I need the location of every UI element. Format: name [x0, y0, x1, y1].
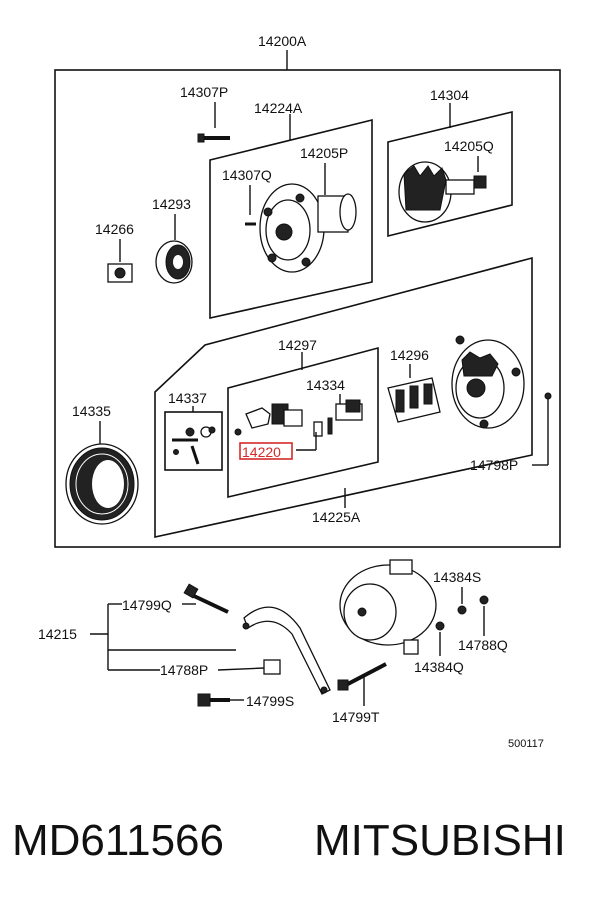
washer-icon — [479, 595, 489, 605]
screw-icon — [532, 392, 552, 466]
label-pulley: 14293 — [152, 196, 191, 212]
label-nut-s: 14384S — [433, 569, 481, 585]
cover-icon — [107, 263, 133, 283]
label-stator: 14335 — [72, 403, 111, 419]
rotor-icon — [398, 161, 487, 223]
label-terminal-kit: 14337 — [168, 390, 207, 406]
label-cover: 14266 — [95, 221, 134, 237]
diagram-code: 500117 — [508, 738, 544, 750]
label-bolt-b: 14799S — [246, 693, 294, 709]
alternator-icon — [339, 559, 437, 655]
rear-bracket-frame — [154, 256, 533, 538]
label-rotor-part: 14205Q — [444, 138, 494, 154]
front-bracket-frame — [209, 118, 373, 319]
front-bracket-icon — [259, 183, 357, 273]
rotor-frame — [387, 110, 513, 238]
long-bolt-icon — [197, 133, 230, 143]
label-front-bracket-assy: 14224A — [254, 100, 303, 116]
label-rotor-assy: 14304 — [430, 87, 469, 103]
long-bolt-lower-icon — [337, 662, 387, 691]
label-regulator: 14296 — [390, 347, 429, 363]
part-number: MD611566 — [12, 816, 224, 865]
assembly-frame — [54, 69, 561, 548]
brush-set-frame — [227, 346, 379, 499]
label-screw: 14798P — [470, 457, 518, 473]
label-bolt-top: 14307P — [180, 84, 228, 100]
label-bushing: 14788P — [160, 662, 208, 678]
terminal-kit-icon — [172, 426, 216, 465]
strap-bracket-icon — [242, 606, 331, 695]
stator-icon — [65, 443, 139, 525]
brush-holder-icon — [234, 403, 317, 451]
label-nut-q: 14384Q — [414, 659, 464, 675]
brand-name: MITSUBISHI — [314, 816, 566, 865]
brush-icon — [313, 399, 363, 437]
bushing-icon — [263, 659, 281, 675]
label-rear-bracket-assy: 14225A — [312, 509, 361, 525]
label-brush-holder: 14220 — [242, 444, 281, 460]
nut-s-icon — [457, 605, 467, 615]
nut-q-icon — [435, 621, 445, 631]
label-long-bolt: 14799T — [332, 709, 380, 725]
label-bracket-set: 14215 — [38, 626, 77, 642]
label-brush-set: 14297 — [278, 337, 317, 353]
regulator-icon — [387, 377, 441, 423]
pulley-icon — [155, 240, 193, 284]
highlight-box — [239, 442, 293, 460]
label-front-part: 14205P — [300, 145, 348, 161]
rear-bracket-icon — [451, 335, 525, 429]
label-brush: 14334 — [306, 377, 345, 393]
bolt-a-icon — [183, 583, 229, 614]
bolt-b-icon — [197, 693, 230, 707]
label-bolt-small: 14307Q — [222, 167, 272, 183]
label-assembly: 14200A — [258, 33, 307, 49]
label-bolt-a: 14799Q — [122, 597, 172, 613]
label-washer: 14788Q — [458, 637, 508, 653]
